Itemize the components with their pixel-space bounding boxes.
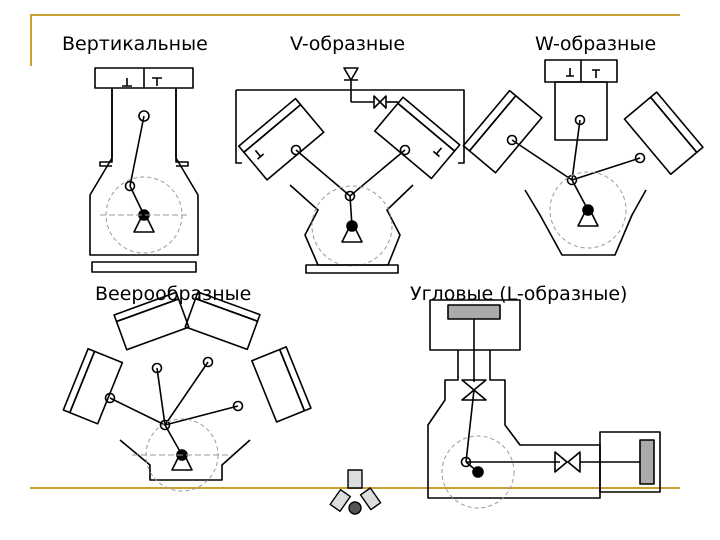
- fan-engine-diagram: [63, 292, 311, 494]
- piston-pin-icon: [139, 111, 149, 121]
- label-v-type: V-образные: [290, 33, 406, 55]
- top-accent-rule: [30, 14, 680, 16]
- left-accent-rule: [30, 14, 32, 66]
- angular-engine-diagram: [428, 300, 660, 508]
- label-vertical: Вертикальные: [62, 33, 208, 55]
- vertical-engine-diagram: [90, 68, 198, 272]
- v-engine-diagram: [236, 68, 464, 273]
- engine-icon: [330, 470, 380, 514]
- label-w-type: W-образные: [535, 33, 657, 55]
- w-engine-diagram: [463, 60, 703, 255]
